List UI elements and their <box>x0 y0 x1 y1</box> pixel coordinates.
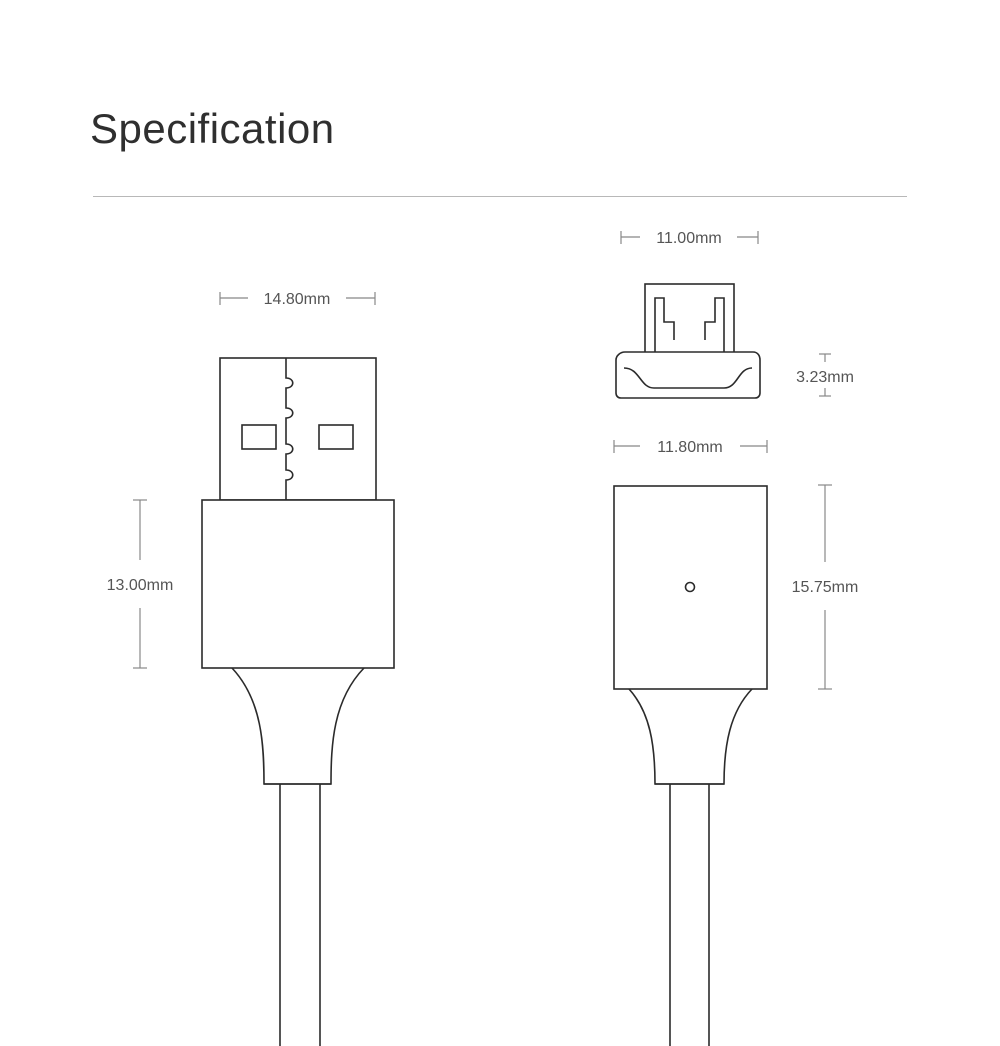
tip-thickness-label: 3.23mm <box>796 369 854 386</box>
usb-width-dimension <box>219 292 376 305</box>
usb-strain-relief <box>231 667 365 785</box>
usb-connector-drawing <box>201 357 395 1046</box>
page-title: Specification <box>90 105 335 152</box>
title-divider <box>93 196 907 197</box>
tip-thickness-dimension <box>819 353 831 397</box>
usb-height-dimension <box>133 499 147 669</box>
usb-contact-window-right <box>318 424 354 450</box>
tip-magnetic-cap <box>615 351 761 399</box>
usb-width-label: 14.80mm <box>264 291 331 308</box>
socket-width-label: 11.80mm <box>657 439 723 456</box>
socket-height-label: 15.75mm <box>792 579 859 596</box>
magnetic-tip-drawing <box>615 283 761 399</box>
magnetic-socket-drawing <box>613 485 768 1046</box>
usb-body-housing <box>201 499 395 669</box>
tip-cap-inner <box>623 367 753 389</box>
tip-pin-left <box>654 297 675 354</box>
tip-plug <box>644 283 735 355</box>
socket-strain-relief <box>628 688 753 785</box>
tip-width-dimension <box>620 231 759 244</box>
usb-plug-shell <box>219 357 377 501</box>
usb-height-label: 13.00mm <box>107 577 174 594</box>
socket-body <box>613 485 768 690</box>
socket-height-dimension <box>818 484 832 690</box>
socket-pin-dot <box>684 581 696 593</box>
tip-pin-right <box>704 297 725 354</box>
usb-contact-window-left <box>241 424 277 450</box>
socket-width-dimension <box>613 440 768 453</box>
usb-plug-notch-line <box>285 358 294 500</box>
tip-width-label: 11.00mm <box>656 230 722 247</box>
